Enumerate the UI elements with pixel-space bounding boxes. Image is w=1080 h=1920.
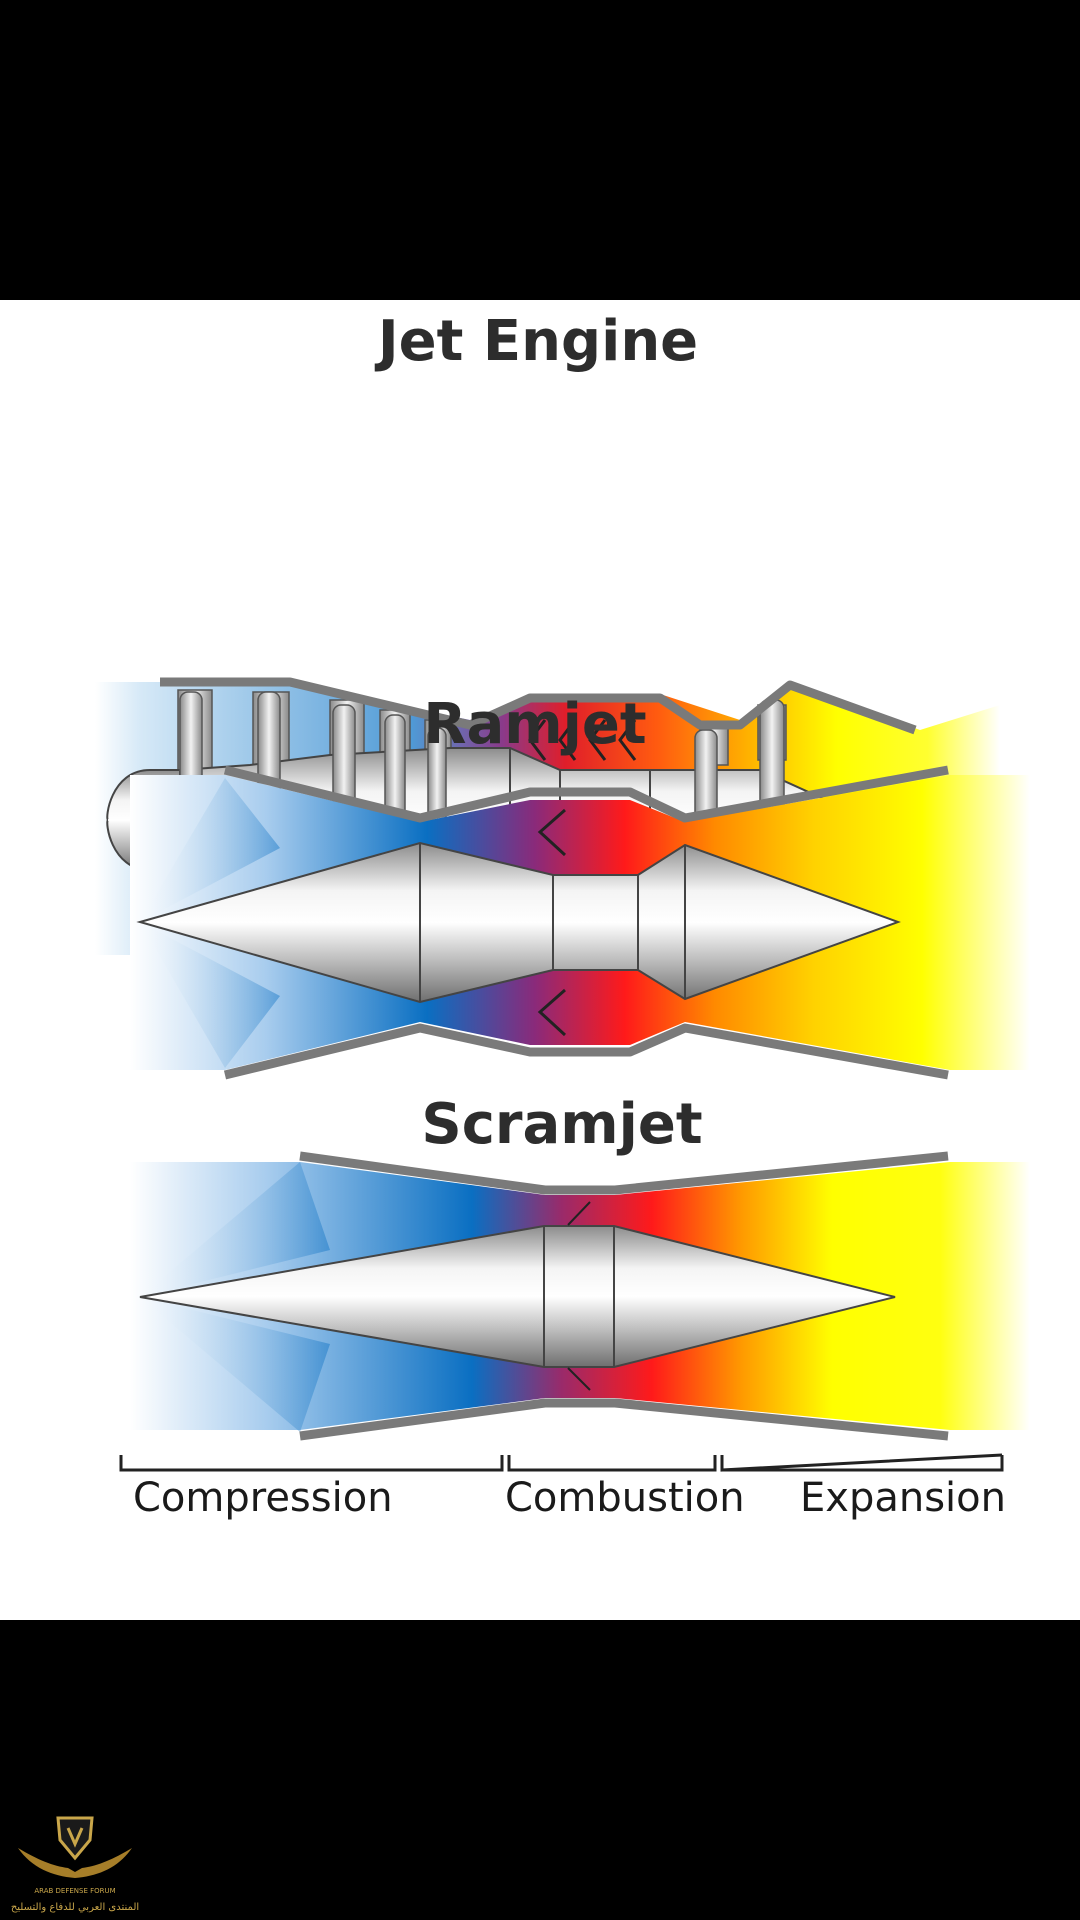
wings-icon bbox=[18, 1848, 132, 1878]
shield-icon bbox=[56, 1816, 94, 1861]
phase-brackets bbox=[119, 1453, 1003, 1472]
expansion-label: Expansion bbox=[800, 1475, 1006, 1521]
expansion-bracket bbox=[720, 1453, 1003, 1472]
ramjet-title: Ramjet bbox=[423, 692, 646, 757]
ramjet-shock-upper bbox=[140, 778, 280, 922]
ramjet-casing-bottom bbox=[223, 1023, 949, 1080]
scramjet-injectors bbox=[567, 1201, 591, 1391]
scramjet-shock-lower bbox=[140, 1297, 330, 1432]
jet-engine-title: Jet Engine bbox=[374, 309, 698, 374]
forum-watermark-logo: ARAB DEFENSE FORUM المنتدى العربي للدفاع… bbox=[11, 1816, 139, 1913]
ramjet-centerbody bbox=[136, 841, 901, 1004]
scramjet-casing-top bbox=[299, 1151, 949, 1195]
scramjet-shock-upper bbox=[140, 1162, 330, 1297]
jet-casing-top bbox=[160, 677, 917, 735]
compression-label: Compression bbox=[133, 1475, 393, 1521]
watermark-text-ar: المنتدى العربي للدفاع والتسليح bbox=[11, 1902, 139, 1913]
compression-bracket bbox=[119, 1455, 504, 1472]
watermark-text-en: ARAB DEFENSE FORUM bbox=[34, 1887, 115, 1895]
scramjet-casing-bottom bbox=[299, 1398, 949, 1441]
combustion-label: Combustion bbox=[505, 1475, 745, 1521]
ramjet-flame-holders bbox=[537, 808, 567, 1037]
ramjet: Ramjet bbox=[130, 692, 1030, 1080]
ramjet-shock-lower bbox=[140, 922, 280, 1068]
combustion-bracket bbox=[507, 1455, 717, 1472]
expansion-bracket-line bbox=[720, 1455, 1004, 1472]
scramjet-title: Scramjet bbox=[421, 1092, 702, 1157]
scramjet: Scramjet bbox=[130, 1092, 1030, 1441]
engine-comparison-diagram: Jet Engine Ramjet Scramjet bbox=[95, 309, 1030, 1521]
diagram-panel: Jet Engine Ramjet Scramjet bbox=[0, 300, 1080, 1620]
ramjet-casing-top bbox=[223, 765, 949, 823]
